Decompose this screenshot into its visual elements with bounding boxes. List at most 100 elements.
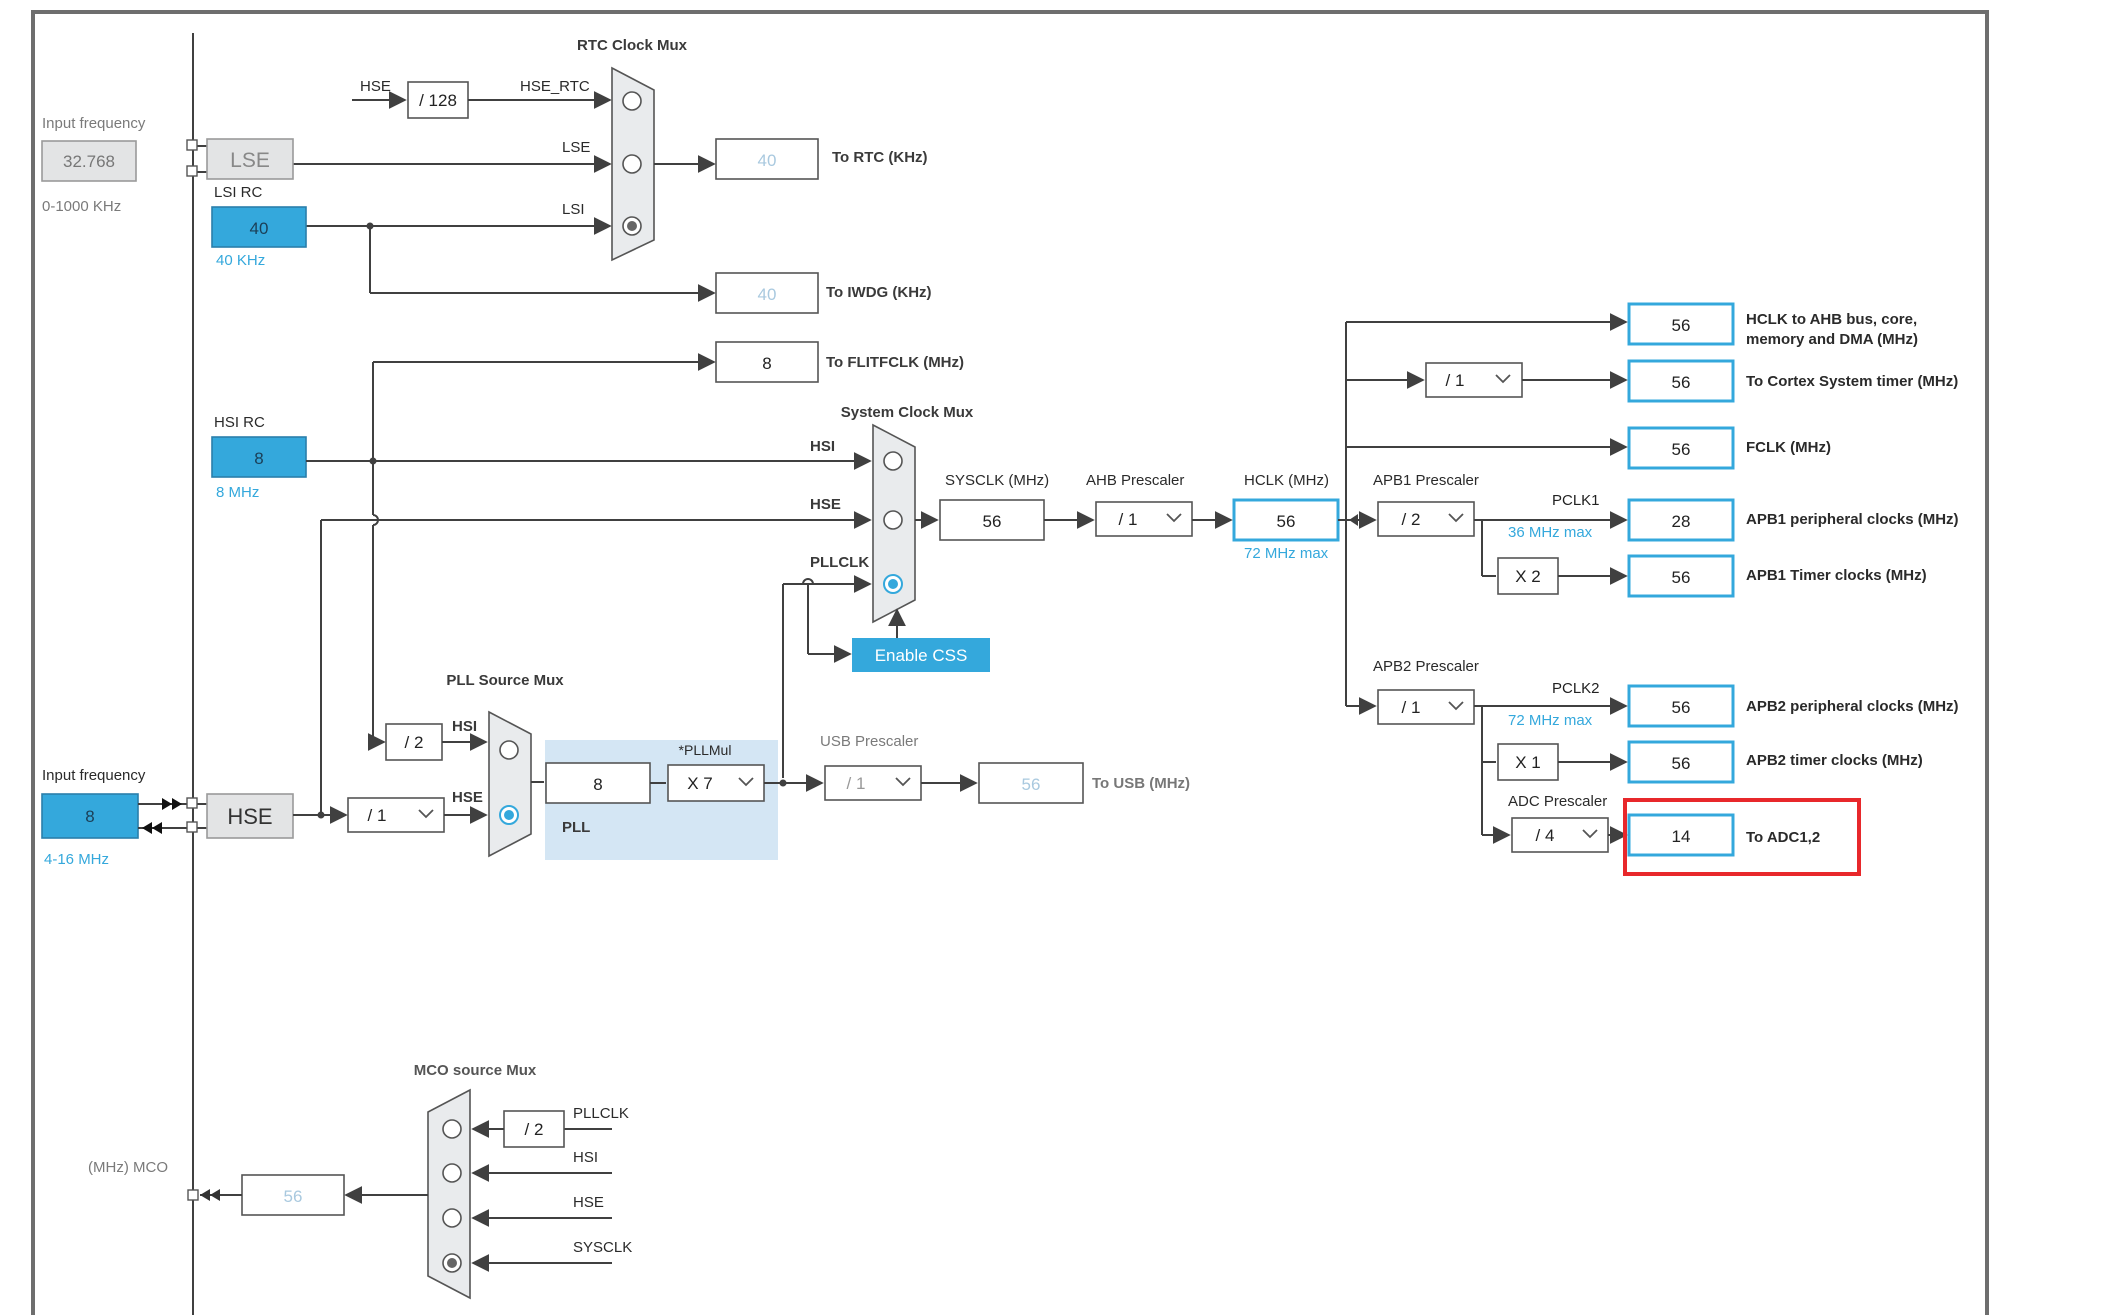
enable-css-button[interactable] (852, 638, 990, 672)
adc-prescaler-chevron-down-icon (1582, 829, 1598, 839)
rtc-lse-label: LSE (562, 139, 590, 156)
pllsrc-selected-dot (504, 810, 514, 820)
output-label-line2: memory and DMA (MHz) (1746, 331, 1918, 348)
output-cortex-system-timer: 56 To Cortex System timer (MHz) (1627, 359, 1958, 403)
mco-source-mux-title: MCO source Mux (414, 1062, 537, 1079)
apb2-timer-multiplier-value: X 1 (1515, 753, 1541, 772)
mco-option-pllclk-radio[interactable] (442, 1119, 462, 1139)
hse-input-frequency-value: 8 (85, 807, 94, 826)
output-apb1-timer-clocks: 56 APB1 Timer clocks (MHz) (1627, 554, 1927, 598)
hsi-frequency-label: 8 MHz (216, 484, 259, 501)
apb1-prescaler-select[interactable] (1377, 501, 1475, 537)
mco-option-hse-radio[interactable] (442, 1208, 462, 1228)
rtc-mux-option-lse-radio[interactable] (622, 154, 642, 174)
output-field[interactable] (1627, 426, 1735, 470)
usb-prescaler-select[interactable] (824, 765, 922, 801)
output-value: 28 (1672, 512, 1691, 531)
output-field[interactable] (1627, 302, 1735, 346)
diagram-frame (31, 10, 1989, 1315)
hclk-max-label: 72 MHz max (1244, 545, 1329, 562)
output-field[interactable] (1627, 740, 1735, 784)
rtc-hse-label: HSE (360, 78, 391, 95)
pll-hsi-divider-value: / 2 (405, 733, 424, 752)
apb1-timer-multiplier-value: X 2 (1515, 567, 1541, 586)
pll-mul-select[interactable] (667, 764, 765, 802)
output-label: To ADC1,2 (1746, 829, 1820, 846)
adc-highlight-box (1623, 798, 1861, 876)
hse-prediv-select[interactable] (347, 797, 445, 833)
pclk1-label: PCLK1 (1552, 492, 1600, 509)
output-value: 56 (1672, 754, 1691, 773)
lse-range-label: 0-1000 KHz (42, 198, 121, 215)
cortex-timer-divider-select[interactable] (1425, 362, 1523, 398)
pll-hsi-divider (385, 723, 443, 761)
rtc-output-label: To RTC (KHz) (832, 149, 928, 166)
usb-prescaler-chevron-down-icon (895, 777, 911, 787)
output-label: To Cortex System timer (MHz) (1746, 373, 1958, 390)
usb-prescaler-label: USB Prescaler (820, 733, 918, 750)
output-label: FCLK (MHz) (1746, 439, 1831, 456)
lse-oscillator-label: LSE (230, 149, 270, 172)
apb1-prescaler-value: / 2 (1402, 510, 1421, 529)
lse-input-frequency-label: Input frequency (42, 115, 146, 132)
adc-prescaler-select[interactable] (1511, 817, 1609, 853)
mco-hsi-label: HSI (573, 1149, 598, 1166)
hse-input-frequency-field[interactable] (41, 793, 139, 839)
usb-output-field (978, 762, 1084, 804)
mco-option-hsi-radio[interactable] (442, 1163, 462, 1183)
output-label: APB2 timer clocks (MHz) (1746, 752, 1923, 769)
pllsrc-hse-label: HSE (452, 789, 483, 806)
apb2-prescaler-value: / 1 (1402, 698, 1421, 717)
hse-input-frequency-label: Input frequency (42, 767, 146, 784)
apb2-prescaler-select[interactable] (1377, 689, 1475, 725)
hse-oscillator-label: HSE (227, 804, 272, 829)
sysmux-option-hsi-radio[interactable] (883, 451, 903, 471)
output-apb2-peripheral-clocks: 56 APB2 peripheral clocks (MHz) (1627, 684, 1959, 728)
mco-pllclk-label: PLLCLK (573, 1105, 629, 1122)
pll-mul-label: *PLLMul (679, 742, 732, 758)
pllsrc-option-hsi-radio[interactable] (499, 740, 519, 760)
output-field[interactable] (1627, 498, 1735, 542)
lse-input-frequency-field[interactable] (41, 140, 137, 182)
usb-prescaler-value: / 1 (847, 774, 866, 793)
hse-prediv-chevron-down-icon (418, 809, 434, 819)
output-value: 56 (1672, 440, 1691, 459)
hclk-label: HCLK (MHz) (1244, 472, 1329, 489)
mco-pllclk-divider (503, 1110, 565, 1148)
rtc-mux-title: RTC Clock Mux (577, 37, 688, 54)
flitfclk-output-field (715, 341, 819, 383)
output-fclk: 56 FCLK (MHz) (1627, 426, 1831, 470)
output-value: 56 (1672, 373, 1691, 392)
adc-prescaler-value: / 4 (1536, 826, 1555, 845)
pclk1-max-label: 36 MHz max (1508, 524, 1593, 541)
flitfclk-output-label: To FLITFCLK (MHz) (826, 354, 964, 371)
pll-mul-value: X 7 (687, 774, 713, 793)
cortex-timer-divider-value: / 1 (1446, 371, 1465, 390)
enable-css-button-label: Enable CSS (875, 646, 968, 665)
hclk-field[interactable] (1232, 498, 1340, 542)
sysmux-option-hse-radio[interactable] (883, 510, 903, 530)
ahb-prescaler-label: AHB Prescaler (1086, 472, 1184, 489)
mco-source-mux[interactable] (427, 1088, 471, 1300)
iwdg-output-value: 40 (758, 285, 777, 304)
pll-source-mux[interactable] (488, 710, 532, 858)
hse-range-label: 4-16 MHz (44, 851, 109, 868)
lsi-rc-value: 40 (250, 219, 269, 238)
sysclk-field (939, 499, 1045, 541)
output-field[interactable] (1627, 554, 1735, 598)
rtc-output-field (715, 138, 819, 180)
output-field[interactable] (1627, 813, 1735, 857)
mco-sysclk-label: SYSCLK (573, 1239, 632, 1256)
mco-pllclk-divider-value: / 2 (525, 1120, 544, 1139)
output-field[interactable] (1627, 359, 1735, 403)
rtc-mux-option-hse-radio[interactable] (622, 91, 642, 111)
output-field[interactable] (1627, 684, 1735, 728)
ahb-prescaler-chevron-down-icon (1166, 513, 1182, 523)
sysclk-value: 56 (983, 512, 1002, 531)
ahb-prescaler-select[interactable] (1095, 501, 1193, 537)
adc-prescaler-label: ADC Prescaler (1508, 793, 1607, 810)
iwdg-output-label: To IWDG (KHz) (826, 284, 932, 301)
hsi-rc-block (211, 436, 307, 478)
apb1-prescaler-label: APB1 Prescaler (1373, 472, 1479, 489)
iwdg-output-field (715, 272, 819, 314)
